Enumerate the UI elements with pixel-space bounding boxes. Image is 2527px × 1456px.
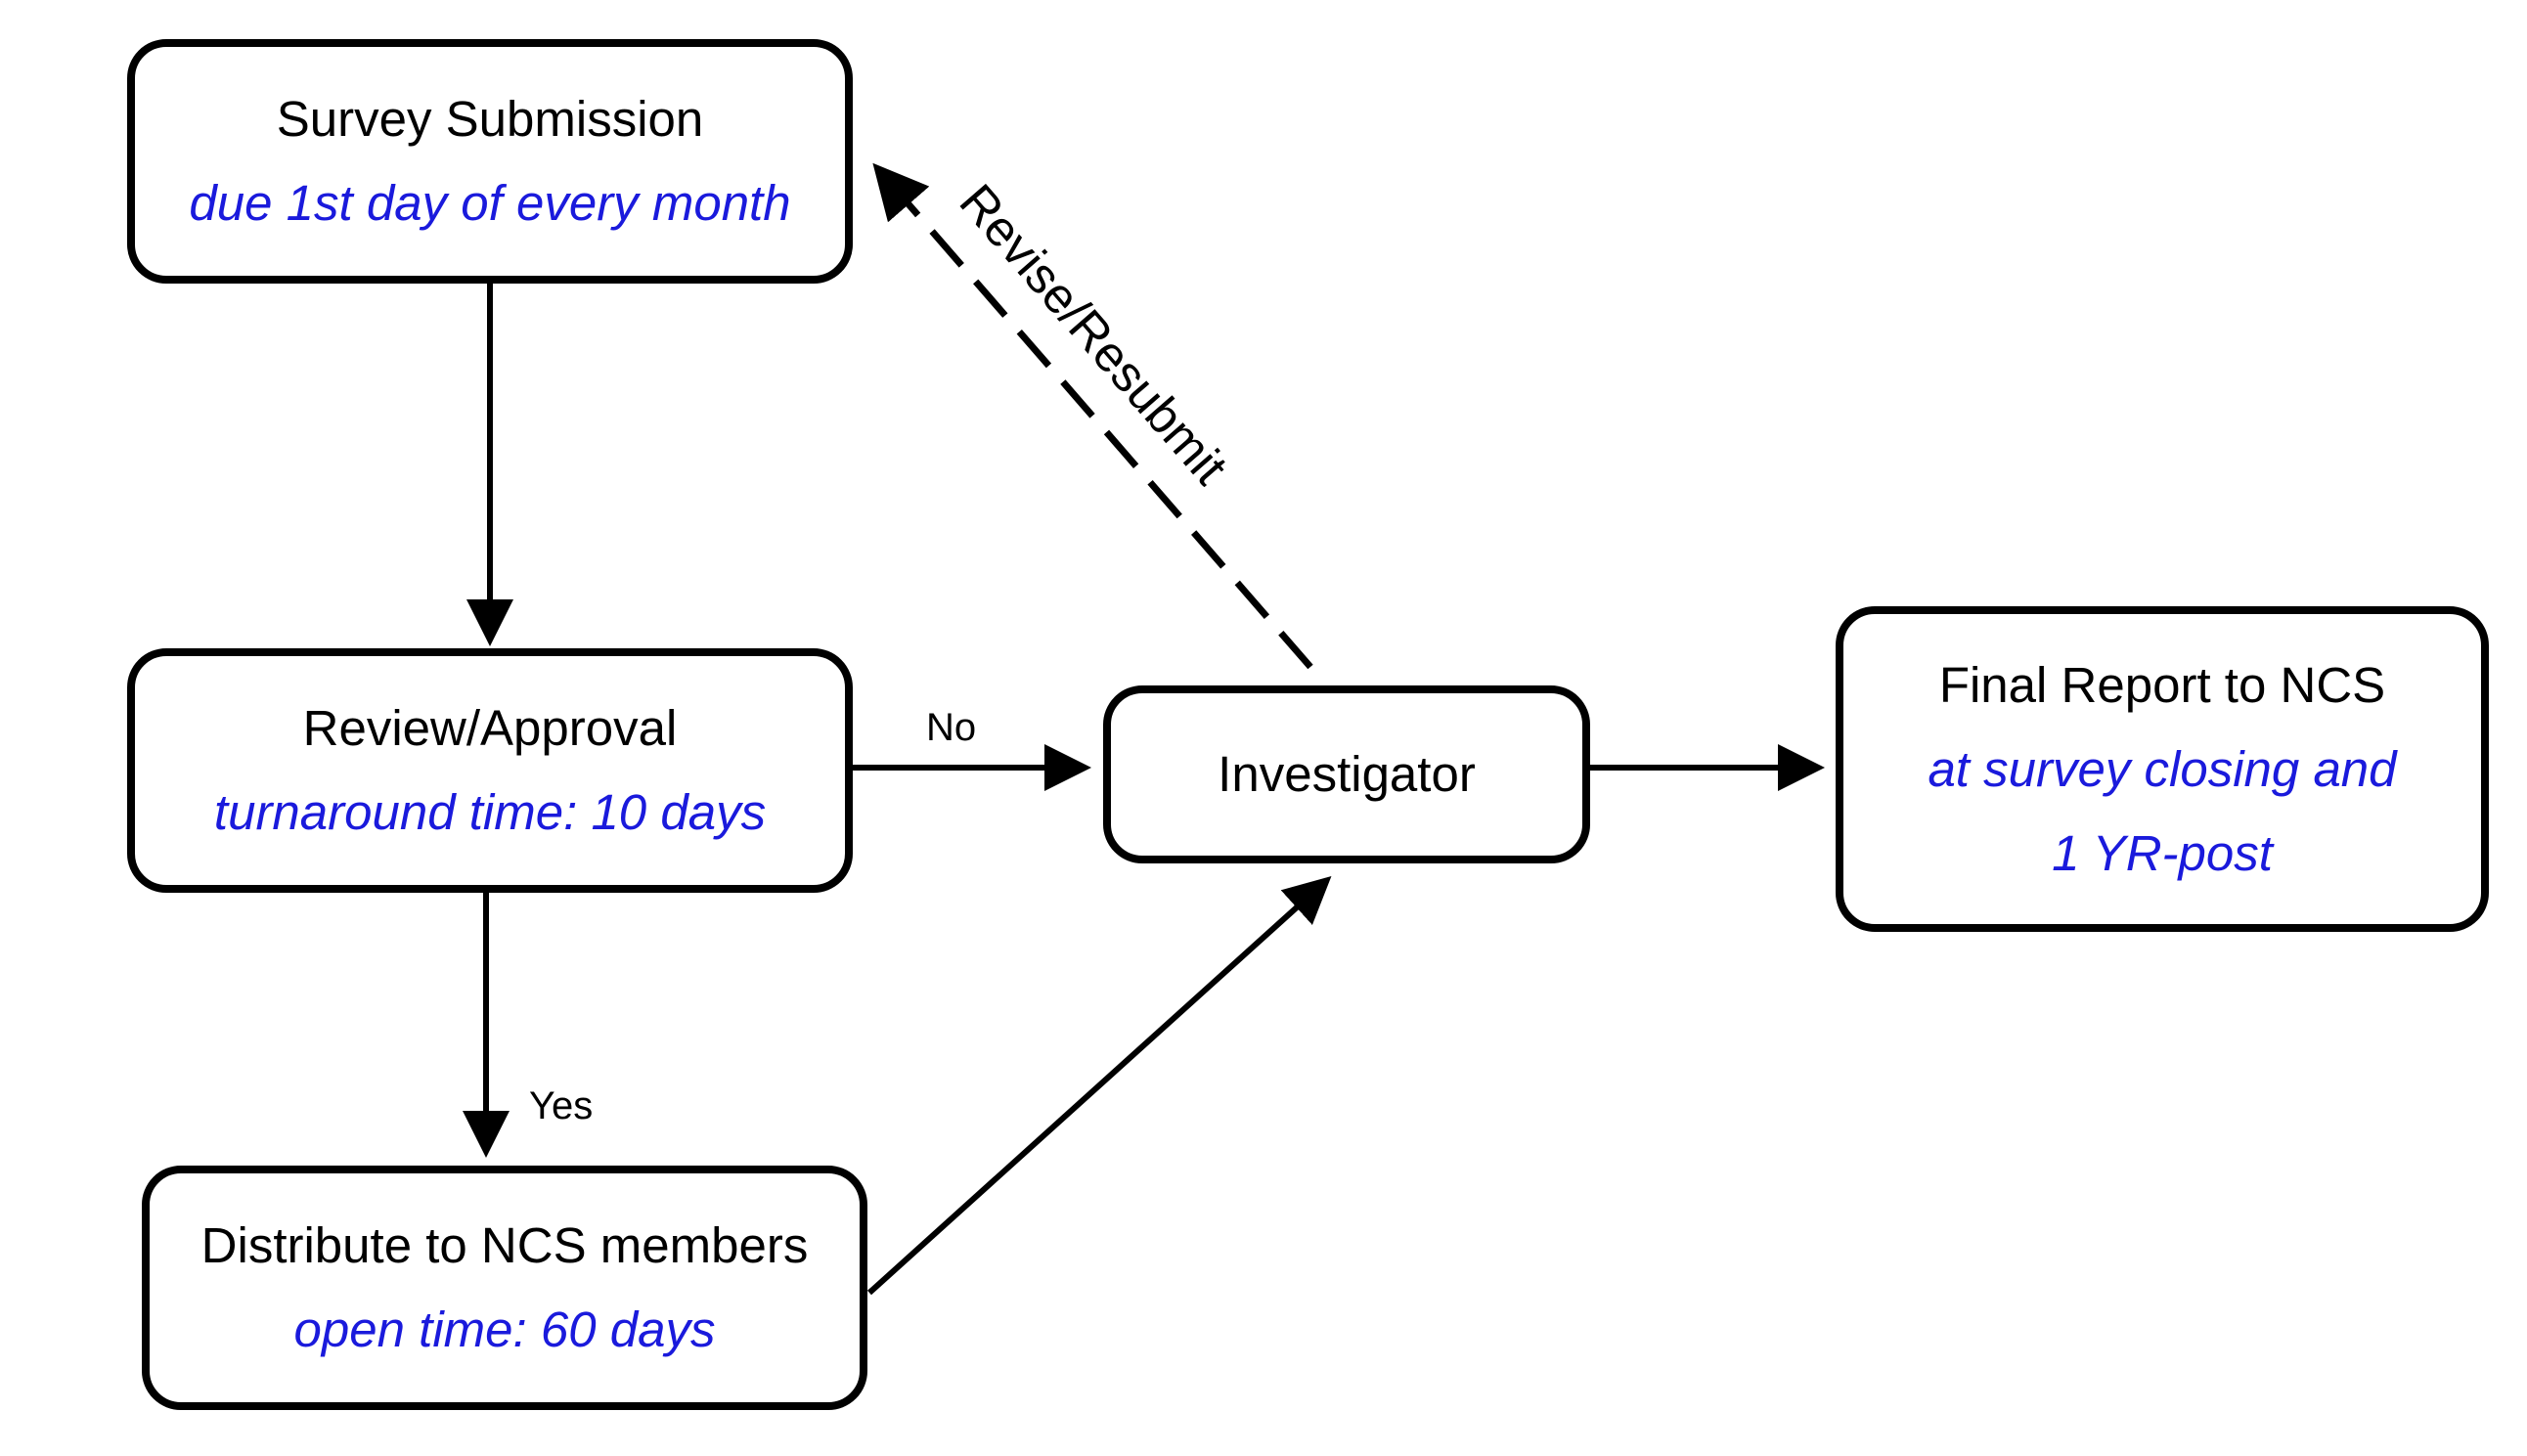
survey-submission-title: Survey Submission [276, 91, 704, 147]
arrow-distribute-to-investigator [866, 875, 1332, 1296]
edge-label-yes: Yes [529, 1084, 594, 1127]
survey-submission-box[interactable]: Survey Submission due 1st day of every m… [127, 39, 853, 284]
investigator-title: Investigator [1218, 746, 1476, 802]
review-approval-title: Review/Approval [302, 700, 678, 756]
survey-submission-subtitle: due 1st day of every month [189, 175, 791, 231]
distribute-subtitle: open time: 60 days [293, 1302, 716, 1357]
review-approval-box[interactable]: Review/Approval turnaround time: 10 days [127, 648, 853, 893]
distribute-box[interactable]: Distribute to NCS members open time: 60 … [142, 1166, 867, 1410]
final-report-title: Final Report to NCS [1938, 656, 2386, 713]
final-report-subtitle-line1: at survey closing and [1928, 740, 2397, 797]
final-report-box[interactable]: Final Report to NCS at survey closing an… [1836, 606, 2489, 932]
distribute-title: Distribute to NCS members [200, 1217, 809, 1273]
final-report-subtitle-line2: 1 YR-post [2052, 824, 2273, 881]
investigator-box[interactable]: Investigator [1103, 685, 1590, 863]
review-approval-subtitle: turnaround time: 10 days [213, 784, 767, 840]
edge-label-no: No [926, 706, 977, 749]
arrow-investigator-to-survey-revise-dashed [872, 162, 1313, 670]
